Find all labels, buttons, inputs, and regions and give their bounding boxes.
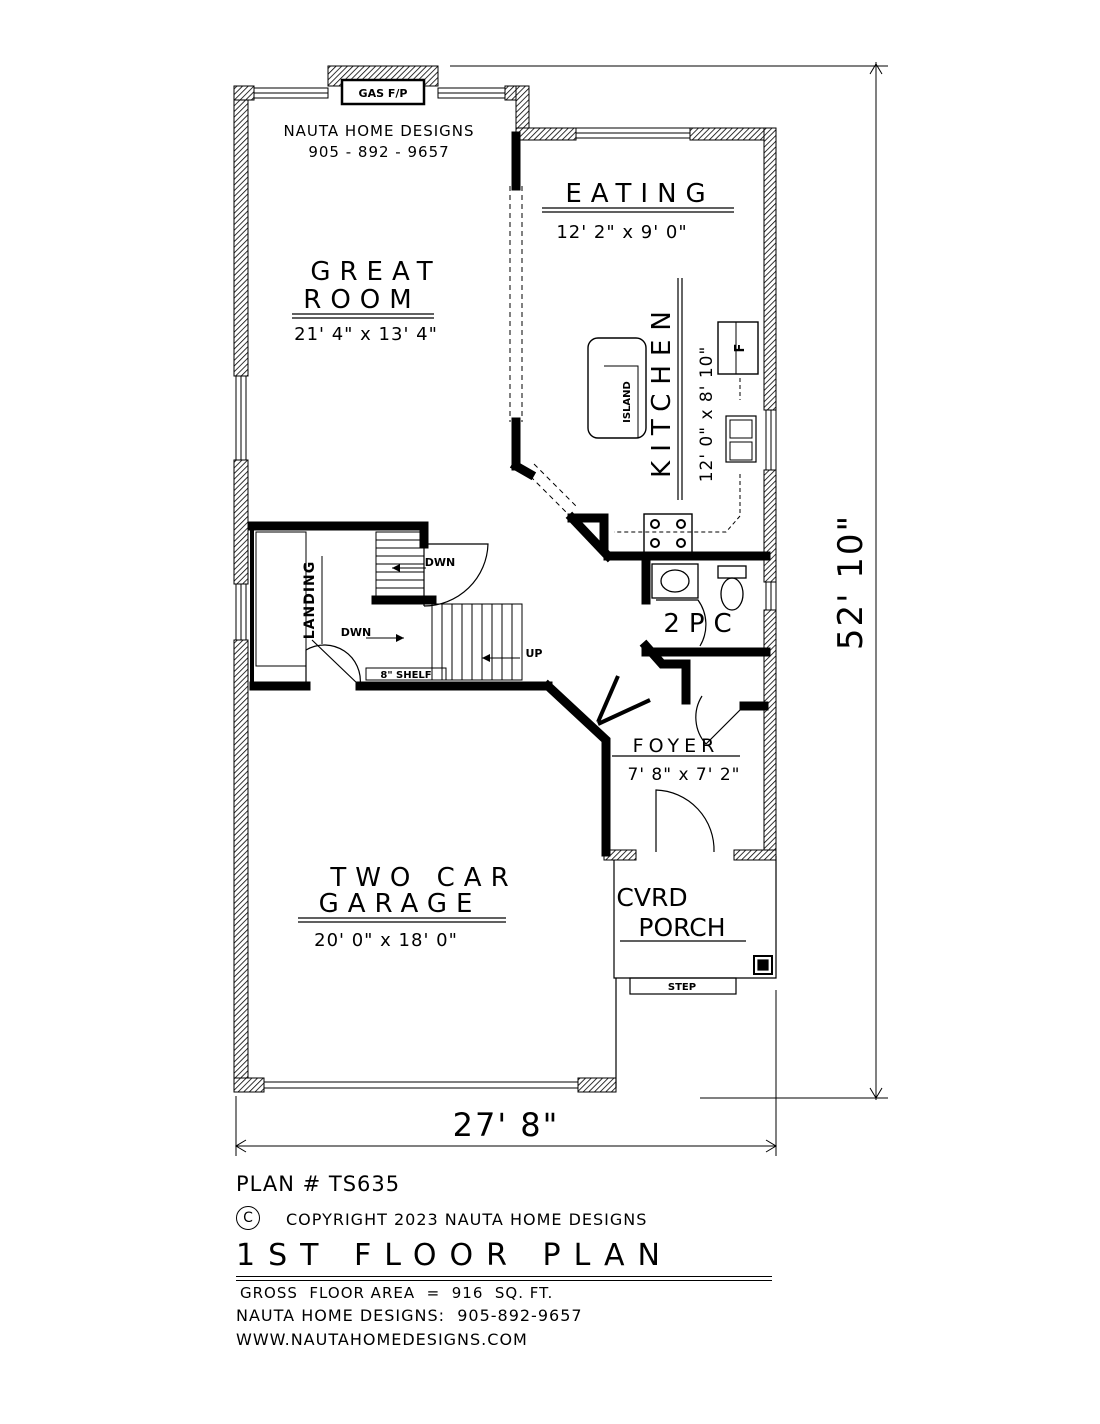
step-label: STEP — [668, 982, 696, 993]
garage-door — [264, 1081, 578, 1089]
windows — [235, 87, 777, 641]
designer-name: NAUTA HOME DESIGNS — [283, 122, 474, 140]
great-room-label-line1: GREAT — [310, 257, 441, 287]
stair-down-landing: DWN — [341, 626, 371, 639]
stair-down-upper: DWN — [425, 556, 455, 569]
kitchen-fixtures — [587, 321, 759, 555]
porch-label-line2: PORCH — [638, 913, 725, 942]
landing-label: LANDING — [302, 561, 318, 640]
garage-label-line1: TWO CAR — [329, 863, 517, 893]
great-room-size: 21' 4" x 13' 4" — [294, 324, 438, 345]
porch — [613, 856, 777, 1088]
designer-phone: 905 - 892 - 9657 — [308, 143, 449, 161]
island-label: ISLAND — [622, 381, 633, 423]
stairs — [255, 531, 523, 681]
stair-up: UP — [526, 647, 543, 660]
eating-size: 12' 2" x 9' 0" — [556, 222, 687, 243]
kitchen-size: 12' 0" x 8' 10" — [697, 346, 717, 483]
foyer-label: FOYER — [633, 735, 720, 757]
fireplace — [327, 65, 439, 106]
powder-room-label: 2PC — [663, 609, 740, 639]
great-room-label-line2: ROOM — [303, 285, 420, 315]
fireplace-label: GAS F/P — [359, 87, 408, 100]
overall-depth-dimension: 52' 10" — [831, 514, 871, 650]
porch-label-line1: CVRD — [616, 883, 687, 912]
foyer-size: 7' 8" x 7' 2" — [628, 765, 741, 785]
eating-label: EATING — [565, 179, 714, 209]
garage-label-line2: GARAGE — [319, 889, 482, 919]
fridge-label: F — [733, 344, 748, 353]
shelf-label: 8" SHELF — [380, 670, 431, 681]
overall-width-dimension: 27' 8" — [453, 1106, 560, 1144]
garage-size: 20' 0" x 18' 0" — [314, 930, 458, 951]
powder-fixtures — [651, 563, 747, 611]
doors — [305, 543, 745, 853]
interior-walls — [247, 131, 771, 857]
dimension-lines — [235, 62, 888, 1156]
kitchen-label: KITCHEN — [647, 302, 677, 478]
